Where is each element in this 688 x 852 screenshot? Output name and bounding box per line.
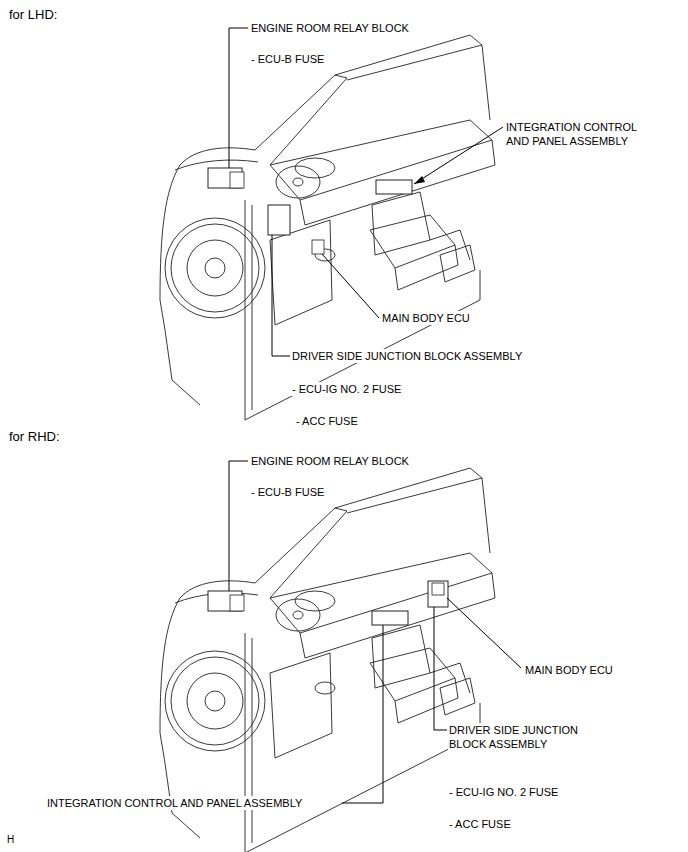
part-label: MAIN BODY ECU (524, 663, 614, 677)
main-body-ecu (432, 583, 444, 595)
part-label: INTEGRATION CONTROL AND PANEL ASSEMBLY (505, 120, 657, 148)
part-label: DRIVER SIDE JUNCTION BLOCK ASSEMBLY (448, 723, 600, 751)
relay-block-detail (230, 595, 244, 611)
junction-block (268, 205, 290, 235)
part-label: INTEGRATION CONTROL AND PANEL ASSEMBLY (46, 796, 303, 810)
arrow-head (414, 176, 425, 184)
part-label: for RHD: (8, 430, 61, 444)
part-label: - ECU-IG NO. 2 FUSE (448, 785, 559, 799)
part-label: H (6, 833, 15, 847)
main-body-ecu (312, 240, 324, 254)
junction-block (428, 581, 448, 607)
rhd-car (160, 468, 495, 852)
relay-block-detail (230, 172, 244, 188)
part-label: - ACC FUSE (295, 414, 359, 428)
part-label: ENGINE ROOM RELAY BLOCK (250, 21, 410, 35)
part-label: ENGINE ROOM RELAY BLOCK (250, 454, 410, 468)
part-label: for LHD: (8, 8, 58, 22)
part-label: - ECU-B FUSE (250, 485, 325, 499)
part-label: MAIN BODY ECU (381, 311, 471, 325)
car-outline (160, 468, 495, 852)
part-label: - ECU-B FUSE (250, 52, 325, 66)
part-label: DRIVER SIDE JUNCTION BLOCK ASSEMBLY (291, 349, 523, 363)
leader-lines (229, 461, 521, 803)
part-label: - ACC FUSE (448, 817, 512, 831)
integration-panel (372, 611, 408, 625)
integration-panel (376, 180, 412, 194)
leader-lines (229, 28, 503, 356)
part-label: - ECU-IG NO. 2 FUSE (291, 382, 402, 396)
